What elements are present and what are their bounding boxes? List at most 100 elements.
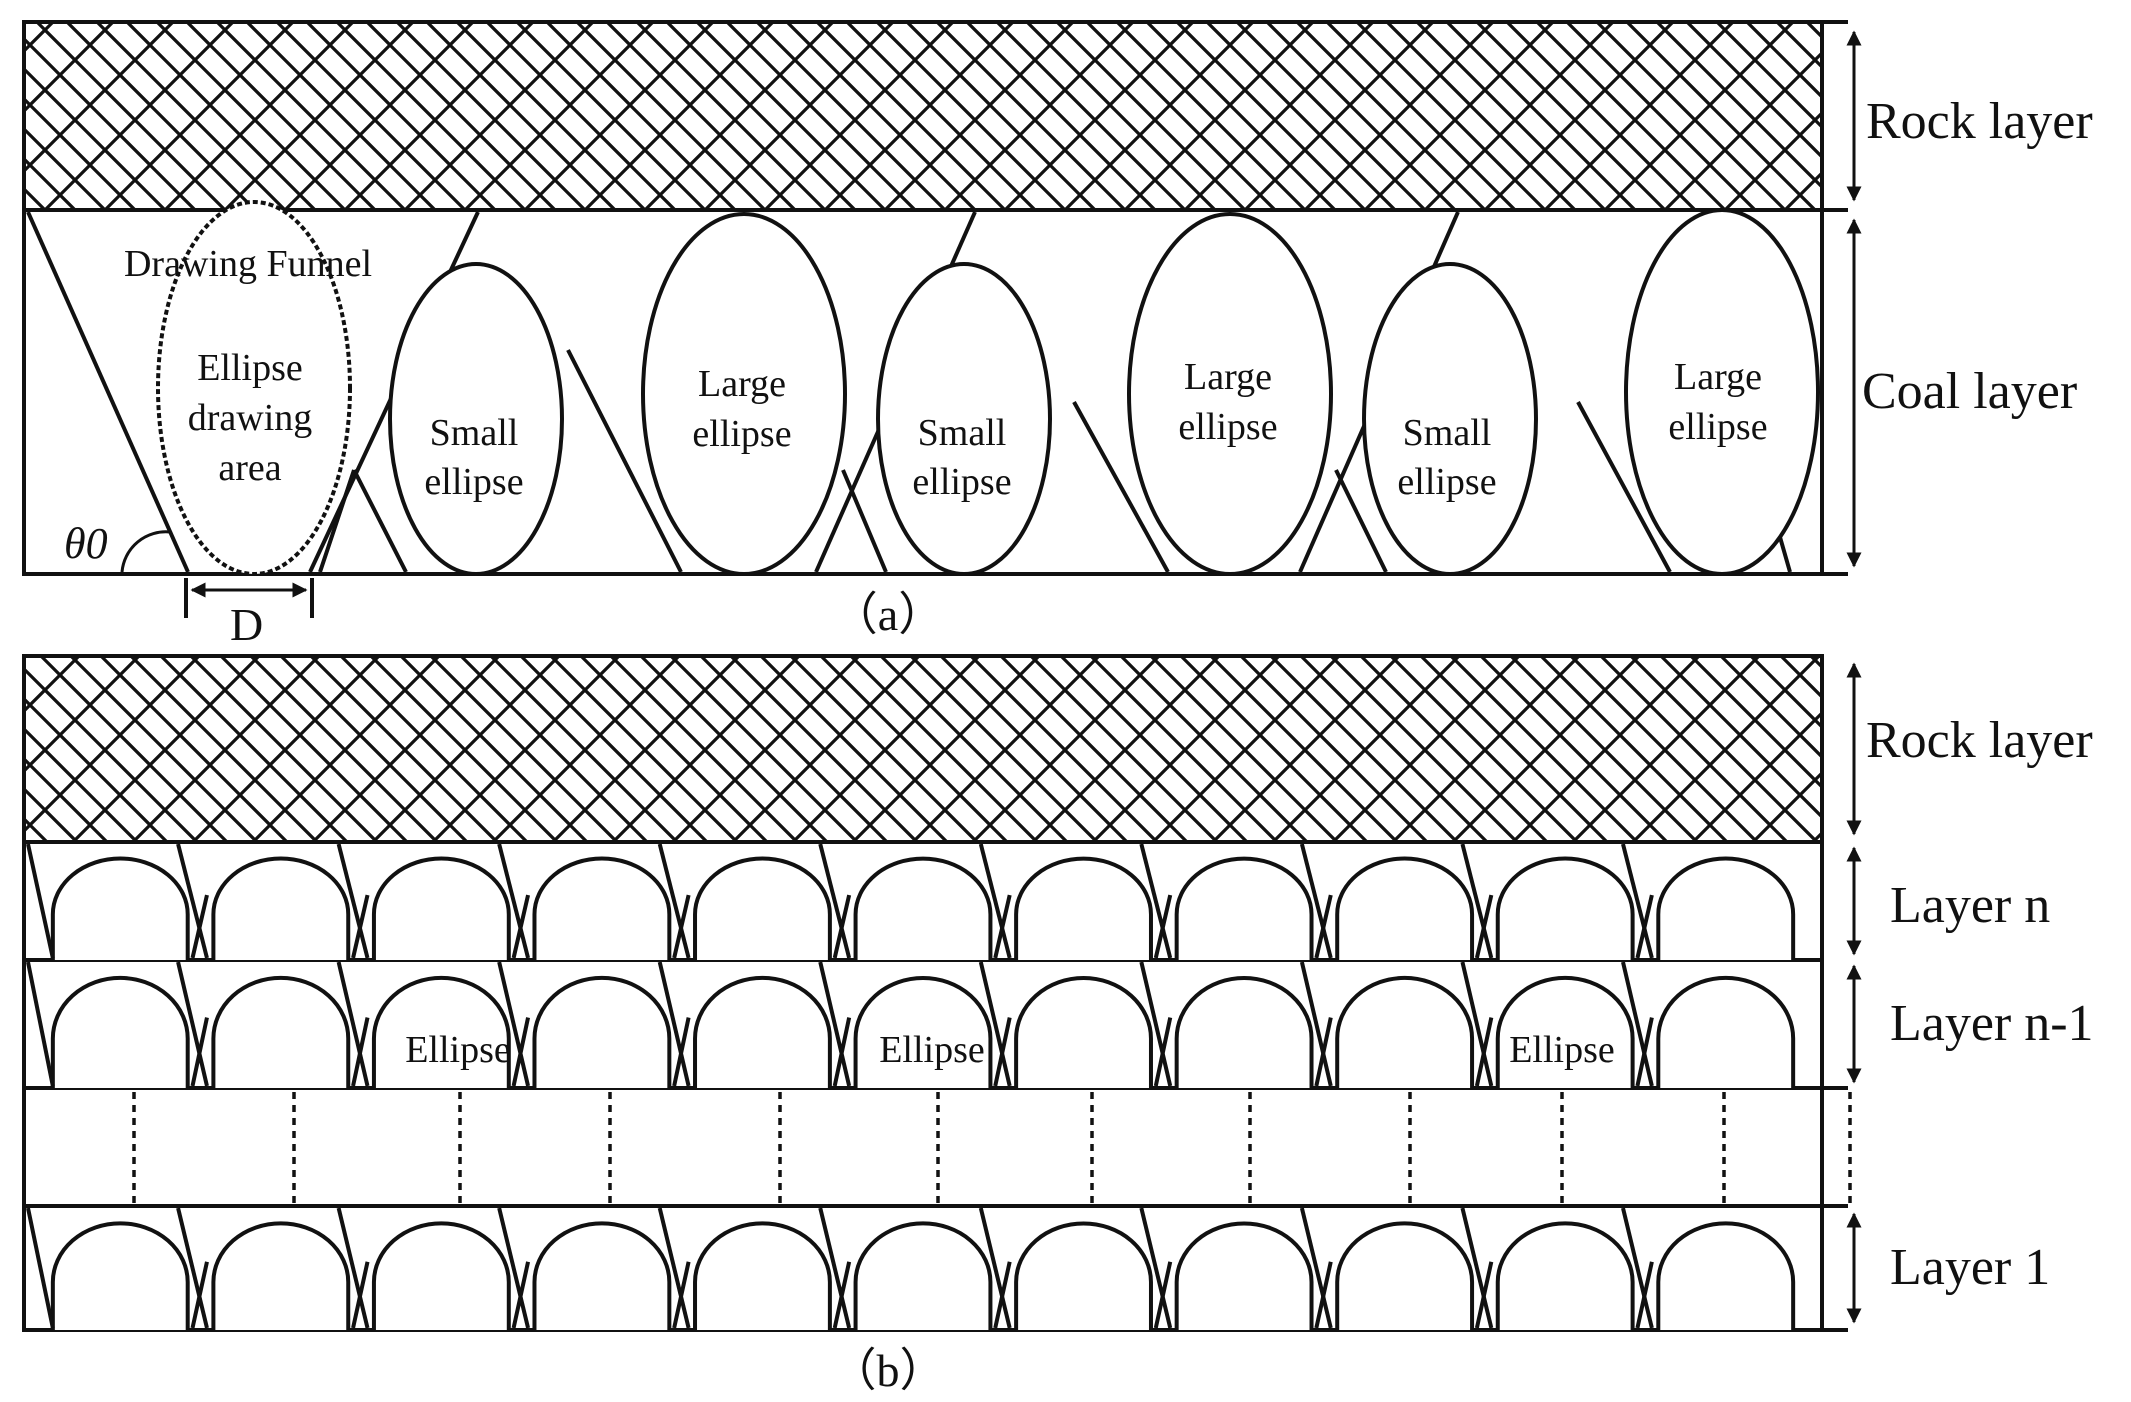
layer-n-arches [26, 843, 1796, 960]
layer-1-funnel-line [1139, 1207, 1173, 1329]
layer-n-1-funnel-line [351, 1017, 370, 1087]
layer-n-funnel-line [1314, 894, 1333, 959]
layer-n-1-funnel-line [832, 1017, 852, 1087]
layer-n-1-funnel-line [1314, 1017, 1333, 1087]
angle-arc [120, 530, 171, 573]
layer-n-1-funnel-line [1460, 961, 1494, 1087]
layer-n-1-funnel-line [1621, 961, 1654, 1087]
ellipse-area-label-line-3: area [218, 447, 281, 489]
ellipse-a-2-label-1: Large [698, 363, 786, 405]
layer-1-funnel-line [1635, 1261, 1654, 1329]
layer-n-arch [50, 856, 190, 960]
layer-n-funnel-line [1460, 843, 1494, 959]
layer-n-funnel-line [1621, 843, 1654, 959]
rock-layer-a [22, 20, 1824, 212]
ellipse-a-4-label-2: ellipse [1178, 406, 1277, 448]
layer-n-1-funnel-line [1635, 1017, 1654, 1087]
layer-n-arch [853, 856, 993, 960]
layer-n-1-funnel-line [818, 961, 852, 1087]
caption-a: （a） [832, 589, 944, 640]
layer-n-1-arch [371, 976, 511, 1088]
layer-n-1-arch [853, 976, 993, 1088]
ellipse-a-1 [388, 262, 564, 576]
layer-1-arches [26, 1207, 1796, 1330]
layer-n-arch [1495, 856, 1635, 960]
layer-n-funnel-line [1139, 843, 1173, 959]
layer-n-funnel-line [190, 894, 209, 959]
layer-n-1-funnel-line [511, 1017, 531, 1087]
panel-b: Ellipse Ellipse Ellipse Rock layer Layer… [22, 654, 2094, 1396]
rock-layer-b [22, 654, 1824, 844]
layer-1-arch [1656, 1221, 1796, 1330]
ellipse-a-4 [1127, 212, 1333, 576]
layer-1-funnel-line [978, 1207, 1012, 1329]
ellipse-a-5-label-1: Small [1403, 412, 1492, 454]
ellipse-a-6-label-1: Large [1674, 356, 1762, 398]
layer-n-funnel-line [657, 843, 691, 959]
layer-n-arch [371, 856, 511, 960]
layer-1-arch [1174, 1221, 1314, 1330]
layer-1-arch [1335, 1221, 1475, 1330]
layer-n-funnel-line [1635, 894, 1654, 959]
layer-1-edge-line [26, 1207, 55, 1329]
ellipse-a-2-label-2: ellipse [692, 413, 791, 455]
layer-n-1-funnel-line [497, 961, 531, 1087]
layer-1-arch [853, 1221, 993, 1330]
ellipse-a-1-label-1: Small [430, 412, 519, 454]
layer-1-funnel-line [351, 1261, 370, 1329]
layer-n-arch [532, 856, 672, 960]
layer-n-1-funnel-line [1153, 1017, 1173, 1087]
layer-n-arch [1656, 856, 1796, 960]
layer-1-funnel-line [1299, 1207, 1333, 1329]
layer-1-funnel-line [1460, 1207, 1494, 1329]
layer-1-funnel-line [1474, 1261, 1494, 1329]
layer-1-funnel-line [993, 1261, 1012, 1329]
width-label: D [230, 599, 263, 650]
layer-n-1-funnel-line [657, 961, 691, 1087]
ellipse-a-3-label-1: Small [918, 412, 1007, 454]
layer-1-arch [211, 1221, 351, 1330]
rock-label-a: Rock layer [1866, 93, 2093, 150]
layer-n-funnel-line [336, 843, 370, 959]
layer-n-arch [1174, 856, 1314, 960]
ellipse-label-b-1: Ellipse [405, 1029, 511, 1071]
layer-n-1-arch [211, 976, 351, 1088]
ellipse-a-5-label-2: ellipse [1397, 461, 1496, 503]
ellipse-a-2 [641, 212, 847, 576]
layer-n-1-arch [1656, 975, 1796, 1088]
layer-1-funnel-line [657, 1207, 691, 1329]
layer-n-arch [211, 856, 351, 960]
layer-n-funnel-line [1299, 843, 1333, 959]
layer-1-funnel-line [511, 1261, 531, 1329]
omitted-layers-dashes [132, 1092, 1852, 1204]
layer-n-funnel-line [818, 843, 852, 959]
ellipse-a-4-label-1: Large [1184, 356, 1272, 398]
layer-1-funnel-line [1621, 1207, 1654, 1329]
layer-1-funnel-line [176, 1207, 209, 1329]
ellipse-area-label-line-1: Ellipse [197, 347, 303, 389]
layer-n-funnel-line [351, 894, 370, 959]
layer-n-1-funnel-line [993, 1017, 1012, 1087]
funnel-label: Drawing Funnel [124, 243, 372, 285]
layer-1-arch [693, 1221, 832, 1330]
layer-n-1-label: Layer n-1 [1890, 995, 2094, 1052]
layer-n-funnel-line [176, 843, 209, 959]
layer-n-edge-line [26, 843, 55, 959]
ellipse-a-5 [1362, 262, 1538, 576]
layer-n-1-arch [1174, 975, 1314, 1088]
layer-1-arch [1014, 1222, 1153, 1330]
ellipse-area-label-line-2: drawing [188, 397, 313, 439]
layer-n-funnel-line [978, 843, 1012, 959]
layer-1-arch [1495, 1221, 1635, 1330]
layer-n-label: Layer n [1890, 877, 2050, 934]
layer-n-funnel-line [1153, 894, 1173, 959]
rock-label-b: Rock layer [1866, 712, 2093, 769]
layer-n-1-arch [50, 975, 190, 1088]
layer-n-1-funnel-line [336, 961, 370, 1087]
layer-n-1-edge-line [26, 961, 55, 1087]
layer-n-funnel-line [832, 894, 852, 959]
layer-n-1-funnel-line [1474, 1017, 1494, 1087]
ellipse-a-3 [876, 262, 1052, 576]
layer-1-funnel-line [336, 1207, 370, 1329]
